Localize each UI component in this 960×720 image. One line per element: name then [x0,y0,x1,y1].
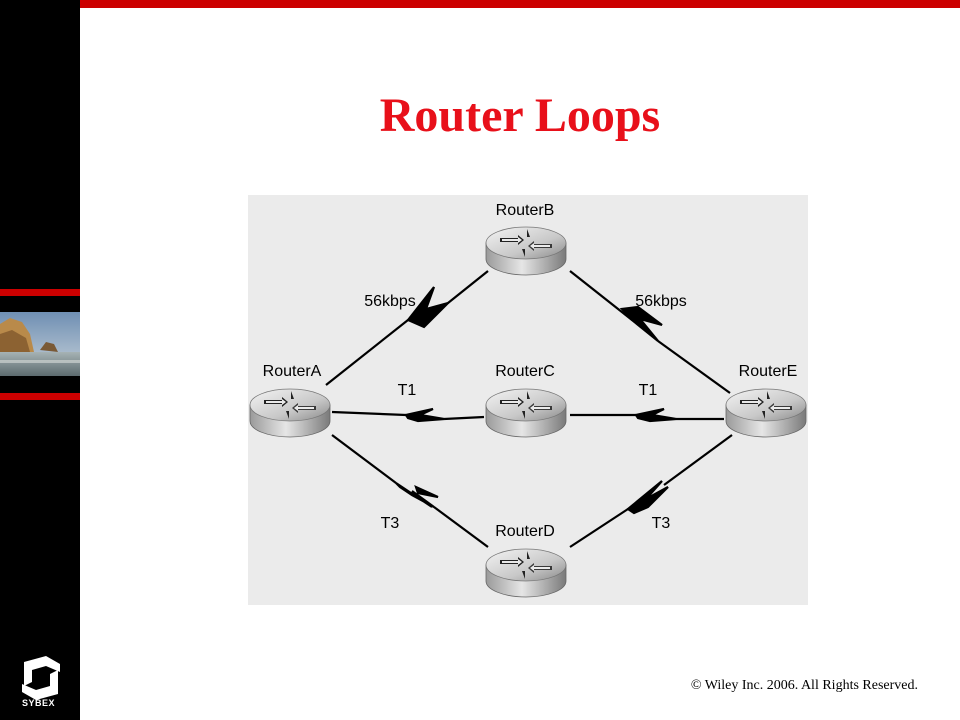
sidebar-stripe-upper [0,289,80,296]
link-a-c [331,407,485,423]
router-c-label: RouterC [495,363,555,380]
slide-title: Router Loops [379,89,661,142]
router-e-node [725,388,807,438]
router-e-label: RouterE [739,363,798,380]
sidebar-stripe-lower [0,393,80,400]
link-b-e-label: 56kbps [635,293,687,310]
router-a-label: RouterA [263,363,322,380]
router-c-node [485,388,567,438]
copyright-footer: © Wiley Inc. 2006. All Rights Reserved. [690,678,918,693]
router-d-node [485,548,567,598]
top-accent-bar [0,0,960,8]
sybex-logo-text: SYBEX [22,698,56,708]
link-a-c-label: T1 [398,382,417,399]
link-a-b-label: 56kbps [364,293,416,310]
link-c-e [570,407,724,423]
router-a-node [249,388,331,438]
sybex-logo [16,652,66,712]
router-b-label: RouterB [496,202,555,219]
landscape-thumbnail-image [0,312,80,376]
router-b-node [485,226,567,276]
link-a-d [331,434,489,548]
link-a-d-label: T3 [381,515,400,532]
link-d-e [569,434,733,548]
router-d-label: RouterD [495,523,555,540]
link-c-e-label: T1 [639,382,658,399]
link-d-e-label: T3 [652,515,671,532]
link-b-e [569,270,731,394]
router-loop-diagram: RouterB RouterA RouterC RouterE RouterD … [248,195,808,605]
link-a-b [325,270,489,386]
